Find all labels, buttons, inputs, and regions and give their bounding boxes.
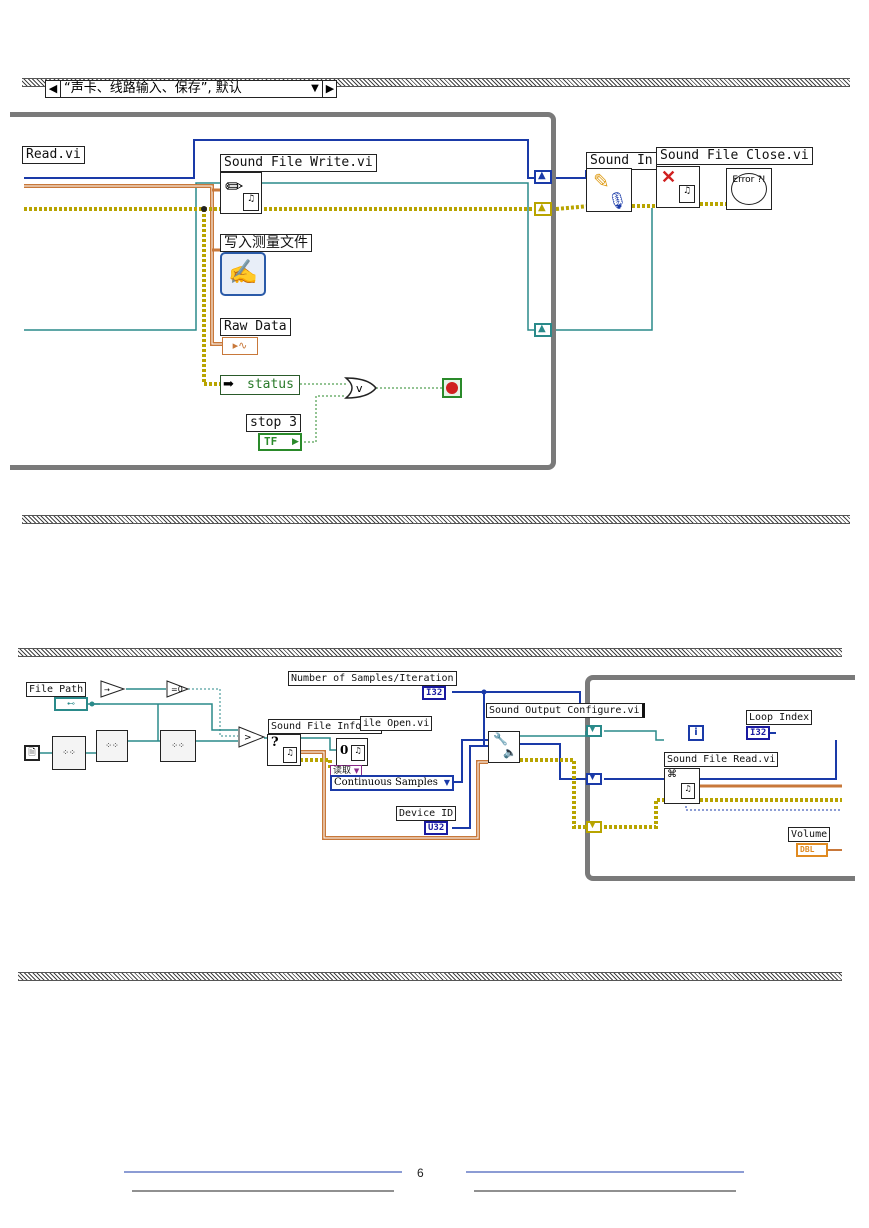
tunnel-arrow-icon: ▼ xyxy=(589,772,596,782)
sound-file-read-label: Sound File Read.vi xyxy=(664,752,779,767)
refnum-tunnel: ▲ xyxy=(534,170,552,184)
file-path-label: File Path xyxy=(26,682,87,697)
microphone-icon: 🎙 xyxy=(607,191,628,210)
build-path-node-2[interactable]: ⁘⁘ xyxy=(96,730,128,762)
sample-mode-ring[interactable]: Continuous Samples ▼ xyxy=(330,775,454,791)
stop-boolean-control[interactable]: TF ▶ xyxy=(258,433,302,451)
error-tunnel: ▲ xyxy=(534,202,552,216)
read-vi-label: Read.vi xyxy=(22,146,85,164)
separator-mid-1 xyxy=(22,515,850,524)
error-tunnel-2: ▼ xyxy=(586,820,602,833)
separator-bottom xyxy=(18,972,842,981)
sound-file-open-label: ile Open.vi xyxy=(360,716,433,731)
write-measurement-node[interactable]: ✍ xyxy=(220,252,266,296)
sound-file-write-label: Sound File Write.vi xyxy=(220,154,377,172)
question-icon: ? xyxy=(271,735,279,750)
file-constant-icon[interactable]: 🗎 xyxy=(24,745,40,761)
tunnel-arrow-icon: ▼ xyxy=(589,820,596,830)
svg-text:→: → xyxy=(104,686,110,694)
pencil-icon: ✏ xyxy=(225,175,244,200)
sound-file-info-label: Sound File Info.vi xyxy=(268,719,383,734)
number-of-samples-label: Number of Samples/Iteration xyxy=(288,671,457,686)
task-tunnel: ▲ xyxy=(534,323,552,337)
raw-data-indicator[interactable]: ▸∿ xyxy=(222,337,258,355)
sound-file-close-node[interactable]: ✕ ♫ xyxy=(656,166,700,208)
wrench-icon: 🔧 xyxy=(493,732,508,746)
sound-file-icon: ♫ xyxy=(243,193,259,211)
task-tunnel-2: ▼ xyxy=(586,724,602,737)
sound-file-close-label: Sound File Close.vi xyxy=(656,147,813,165)
iteration-terminal: i xyxy=(688,725,704,741)
sound-output-configure-label: Sound Output Configure.vi xyxy=(486,703,645,718)
case-selector-label: “声卡、线路输入、保存”, 默认 xyxy=(64,81,242,96)
open-file-icon: 0 xyxy=(340,743,349,757)
close-x-icon: ✕ xyxy=(661,167,677,188)
svg-text:v: v xyxy=(356,382,363,395)
sound-in-label: Sound In xyxy=(586,152,657,170)
simple-error-handler-node[interactable]: Error ?! xyxy=(726,168,772,210)
strip-path-icon[interactable]: → xyxy=(100,680,126,698)
sound-file-info-node[interactable]: ? ♫ xyxy=(267,734,301,766)
sound-output-configure-node[interactable]: 🔧 🔈 xyxy=(488,731,520,763)
build-path-node-3[interactable]: ⁘⁘ xyxy=(160,730,196,762)
tunnel-arrow-icon: ▲ xyxy=(538,170,546,181)
stop-terminal-type: TF xyxy=(264,435,278,448)
status-label: status xyxy=(247,377,294,392)
svg-text:>: > xyxy=(244,733,252,743)
refnum-tunnel-2: ▼ xyxy=(586,772,602,785)
sound-file-icon: ♫ xyxy=(351,745,365,761)
write-measurement-label: 写入测量文件 xyxy=(220,234,312,252)
loop-index-label: Loop Index xyxy=(746,710,813,725)
error-bubble-icon: Error ?! xyxy=(731,173,767,205)
volume-type: DBL xyxy=(800,845,815,854)
case-dropdown-icon[interactable]: ▼ xyxy=(311,83,319,94)
number-of-samples-control[interactable]: I32 xyxy=(422,686,447,700)
sound-input-clear-node[interactable]: ✎ 🎙 xyxy=(586,168,632,212)
sound-file-read-node[interactable]: ⌘ ♫ xyxy=(664,768,700,804)
enum-dropdown-icon: ▼ xyxy=(353,767,360,775)
terminal-arrow-icon: ▶ xyxy=(292,437,299,447)
volume-label: Volume xyxy=(788,827,831,842)
select-icon[interactable]: > xyxy=(238,726,266,748)
device-id-label: Device ID xyxy=(396,806,457,821)
page-number: 6 xyxy=(417,1166,424,1180)
sample-mode-value: Continuous Samples xyxy=(334,777,438,788)
status-unbundle[interactable]: ➡ status xyxy=(220,375,300,395)
separator-top xyxy=(22,78,850,87)
sound-file-icon: ♫ xyxy=(283,747,297,763)
sound-file-icon: ♫ xyxy=(679,185,695,203)
read-mode-label: 读取 xyxy=(333,766,352,776)
speaker-icon: 🔈 xyxy=(503,746,517,759)
case-prev-arrow-icon[interactable]: ◀ xyxy=(46,81,61,97)
sound-file-icon: ♫ xyxy=(681,783,695,799)
stop-icon xyxy=(446,382,458,394)
empty-path-compare-icon[interactable]: =0 xyxy=(166,680,190,698)
ring-dropdown-icon: ▼ xyxy=(443,778,450,787)
stop-condition-terminal[interactable] xyxy=(442,378,462,398)
while-loop-frame-1[interactable] xyxy=(10,112,556,470)
tunnel-arrow-icon: ▲ xyxy=(538,202,546,213)
or-gate-icon[interactable]: v xyxy=(344,376,378,400)
sound-file-write-node[interactable]: ✏ ♫ xyxy=(220,172,262,214)
loop-index-indicator[interactable]: I32 xyxy=(746,726,771,740)
glasses-icon: ⌘ xyxy=(667,769,677,780)
file-path-control[interactable]: ⊷ xyxy=(54,697,88,711)
device-id-control[interactable]: U32 xyxy=(424,821,449,835)
tunnel-arrow-icon: ▼ xyxy=(589,724,596,734)
raw-data-label: Raw Data xyxy=(220,318,291,336)
unbundle-arrow-icon: ➡ xyxy=(223,377,234,392)
case-selector[interactable]: ◀ “声卡、线路输入、保存”, 默认 ▼ ▶ xyxy=(45,80,337,98)
build-path-node-1[interactable]: ⁘⁘ xyxy=(52,736,86,770)
separator-mid-2 xyxy=(18,648,842,657)
tunnel-arrow-icon: ▲ xyxy=(538,323,546,334)
eraser-icon: ✎ xyxy=(593,169,610,193)
volume-control[interactable]: DBL xyxy=(796,843,828,857)
write-file-icon: ✍ xyxy=(228,258,258,286)
case-next-arrow-icon[interactable]: ▶ xyxy=(322,81,337,97)
svg-text:=0: =0 xyxy=(171,685,183,694)
stop-label: stop 3 xyxy=(246,414,301,432)
